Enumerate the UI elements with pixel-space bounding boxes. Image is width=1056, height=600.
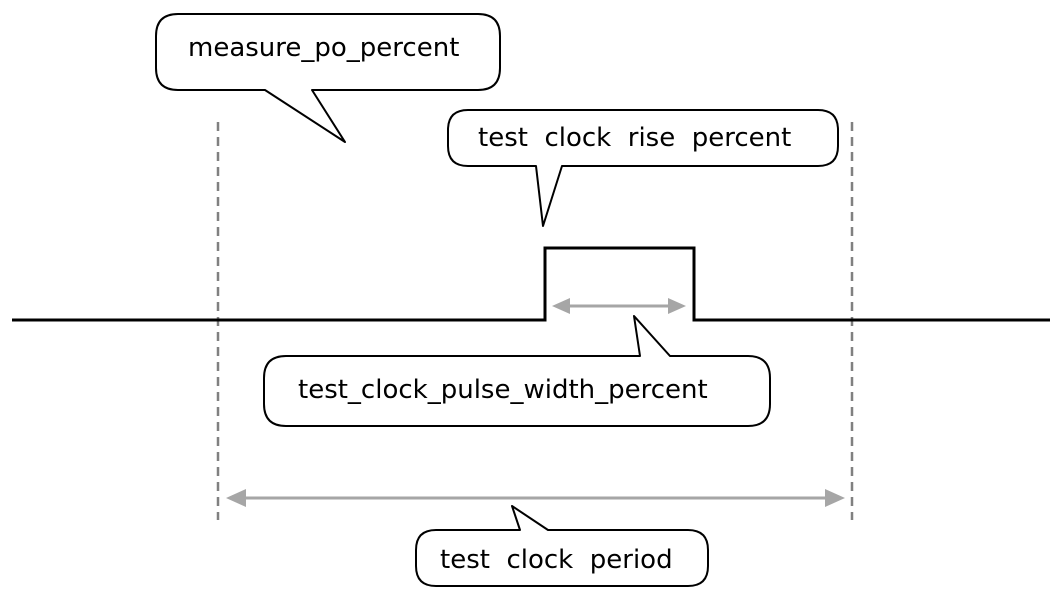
clock-waveform [12,246,1050,322]
test-clock-pulse-width-percent-label: test_clock_pulse_width_percent [298,375,708,405]
callout-test-clock-rise-percent: test clock rise percent [447,109,839,227]
test-clock-period-label: test clock period [440,545,673,575]
pulse-width-arrow [552,298,686,314]
test-clock-rise-percent-label: test clock rise percent [478,123,791,153]
callout-test-clock-period: test clock period [415,505,709,587]
period-arrow [226,489,845,507]
callout-test-clock-pulse-width-percent: test_clock_pulse_width_percent [263,315,771,427]
callout-measure-po-percent: measure_po_percent [155,13,501,143]
measure-po-percent-label: measure_po_percent [188,33,459,63]
